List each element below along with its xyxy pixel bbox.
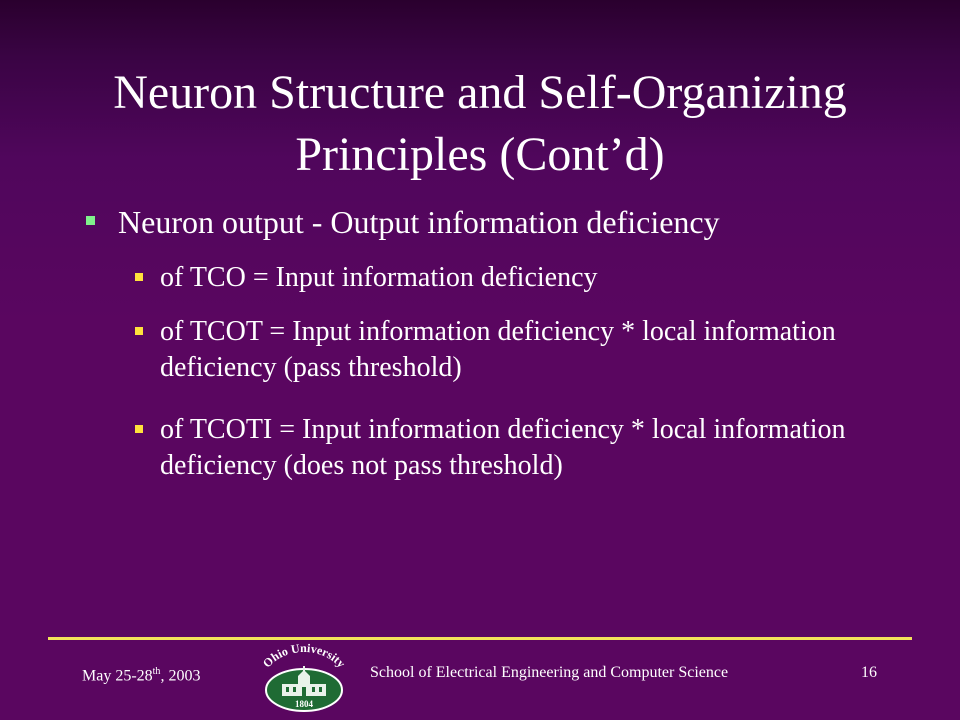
footer-date: May 25-28th, 2003 xyxy=(82,666,200,685)
square-bullet-icon xyxy=(135,425,143,433)
sub-bullet-text: of TCOT = Input information deficiency *… xyxy=(160,316,836,383)
square-bullet-icon xyxy=(135,273,143,281)
bullet-item: Neuron output - Output information defic… xyxy=(86,202,918,242)
sub-bullet-text: of TCO = Input information deficiency xyxy=(160,262,598,293)
sub-bullet-item: of TCOT = Input information deficiency *… xyxy=(135,314,900,386)
square-bullet-icon xyxy=(135,327,143,335)
footer-school: School of Electrical Engineering and Com… xyxy=(370,664,729,681)
ohio-university-logo: Ohio University 1804 xyxy=(260,641,348,712)
square-bullet-icon xyxy=(86,216,95,225)
page-number: 16 xyxy=(861,664,877,681)
sub-bullet-text: of TCOTI = Input information deficiency … xyxy=(160,414,846,481)
footer-divider xyxy=(48,637,912,640)
date-text: May 25-28 xyxy=(82,667,153,685)
building-icon xyxy=(282,666,326,696)
date-superscript: th xyxy=(152,666,161,677)
slide-title: Neuron Structure and Self-Organizing Pri… xyxy=(113,66,847,181)
date-year: , 2003 xyxy=(160,667,201,685)
sub-bullet-item: of TCO = Input information deficiency xyxy=(135,260,900,296)
sub-bullet-item: of TCOTI = Input information deficiency … xyxy=(135,412,900,484)
bullet-text: Neuron output - Output information defic… xyxy=(118,204,720,240)
logo-arc-text: Ohio University xyxy=(260,641,348,670)
logo-year: 1804 xyxy=(295,699,314,709)
